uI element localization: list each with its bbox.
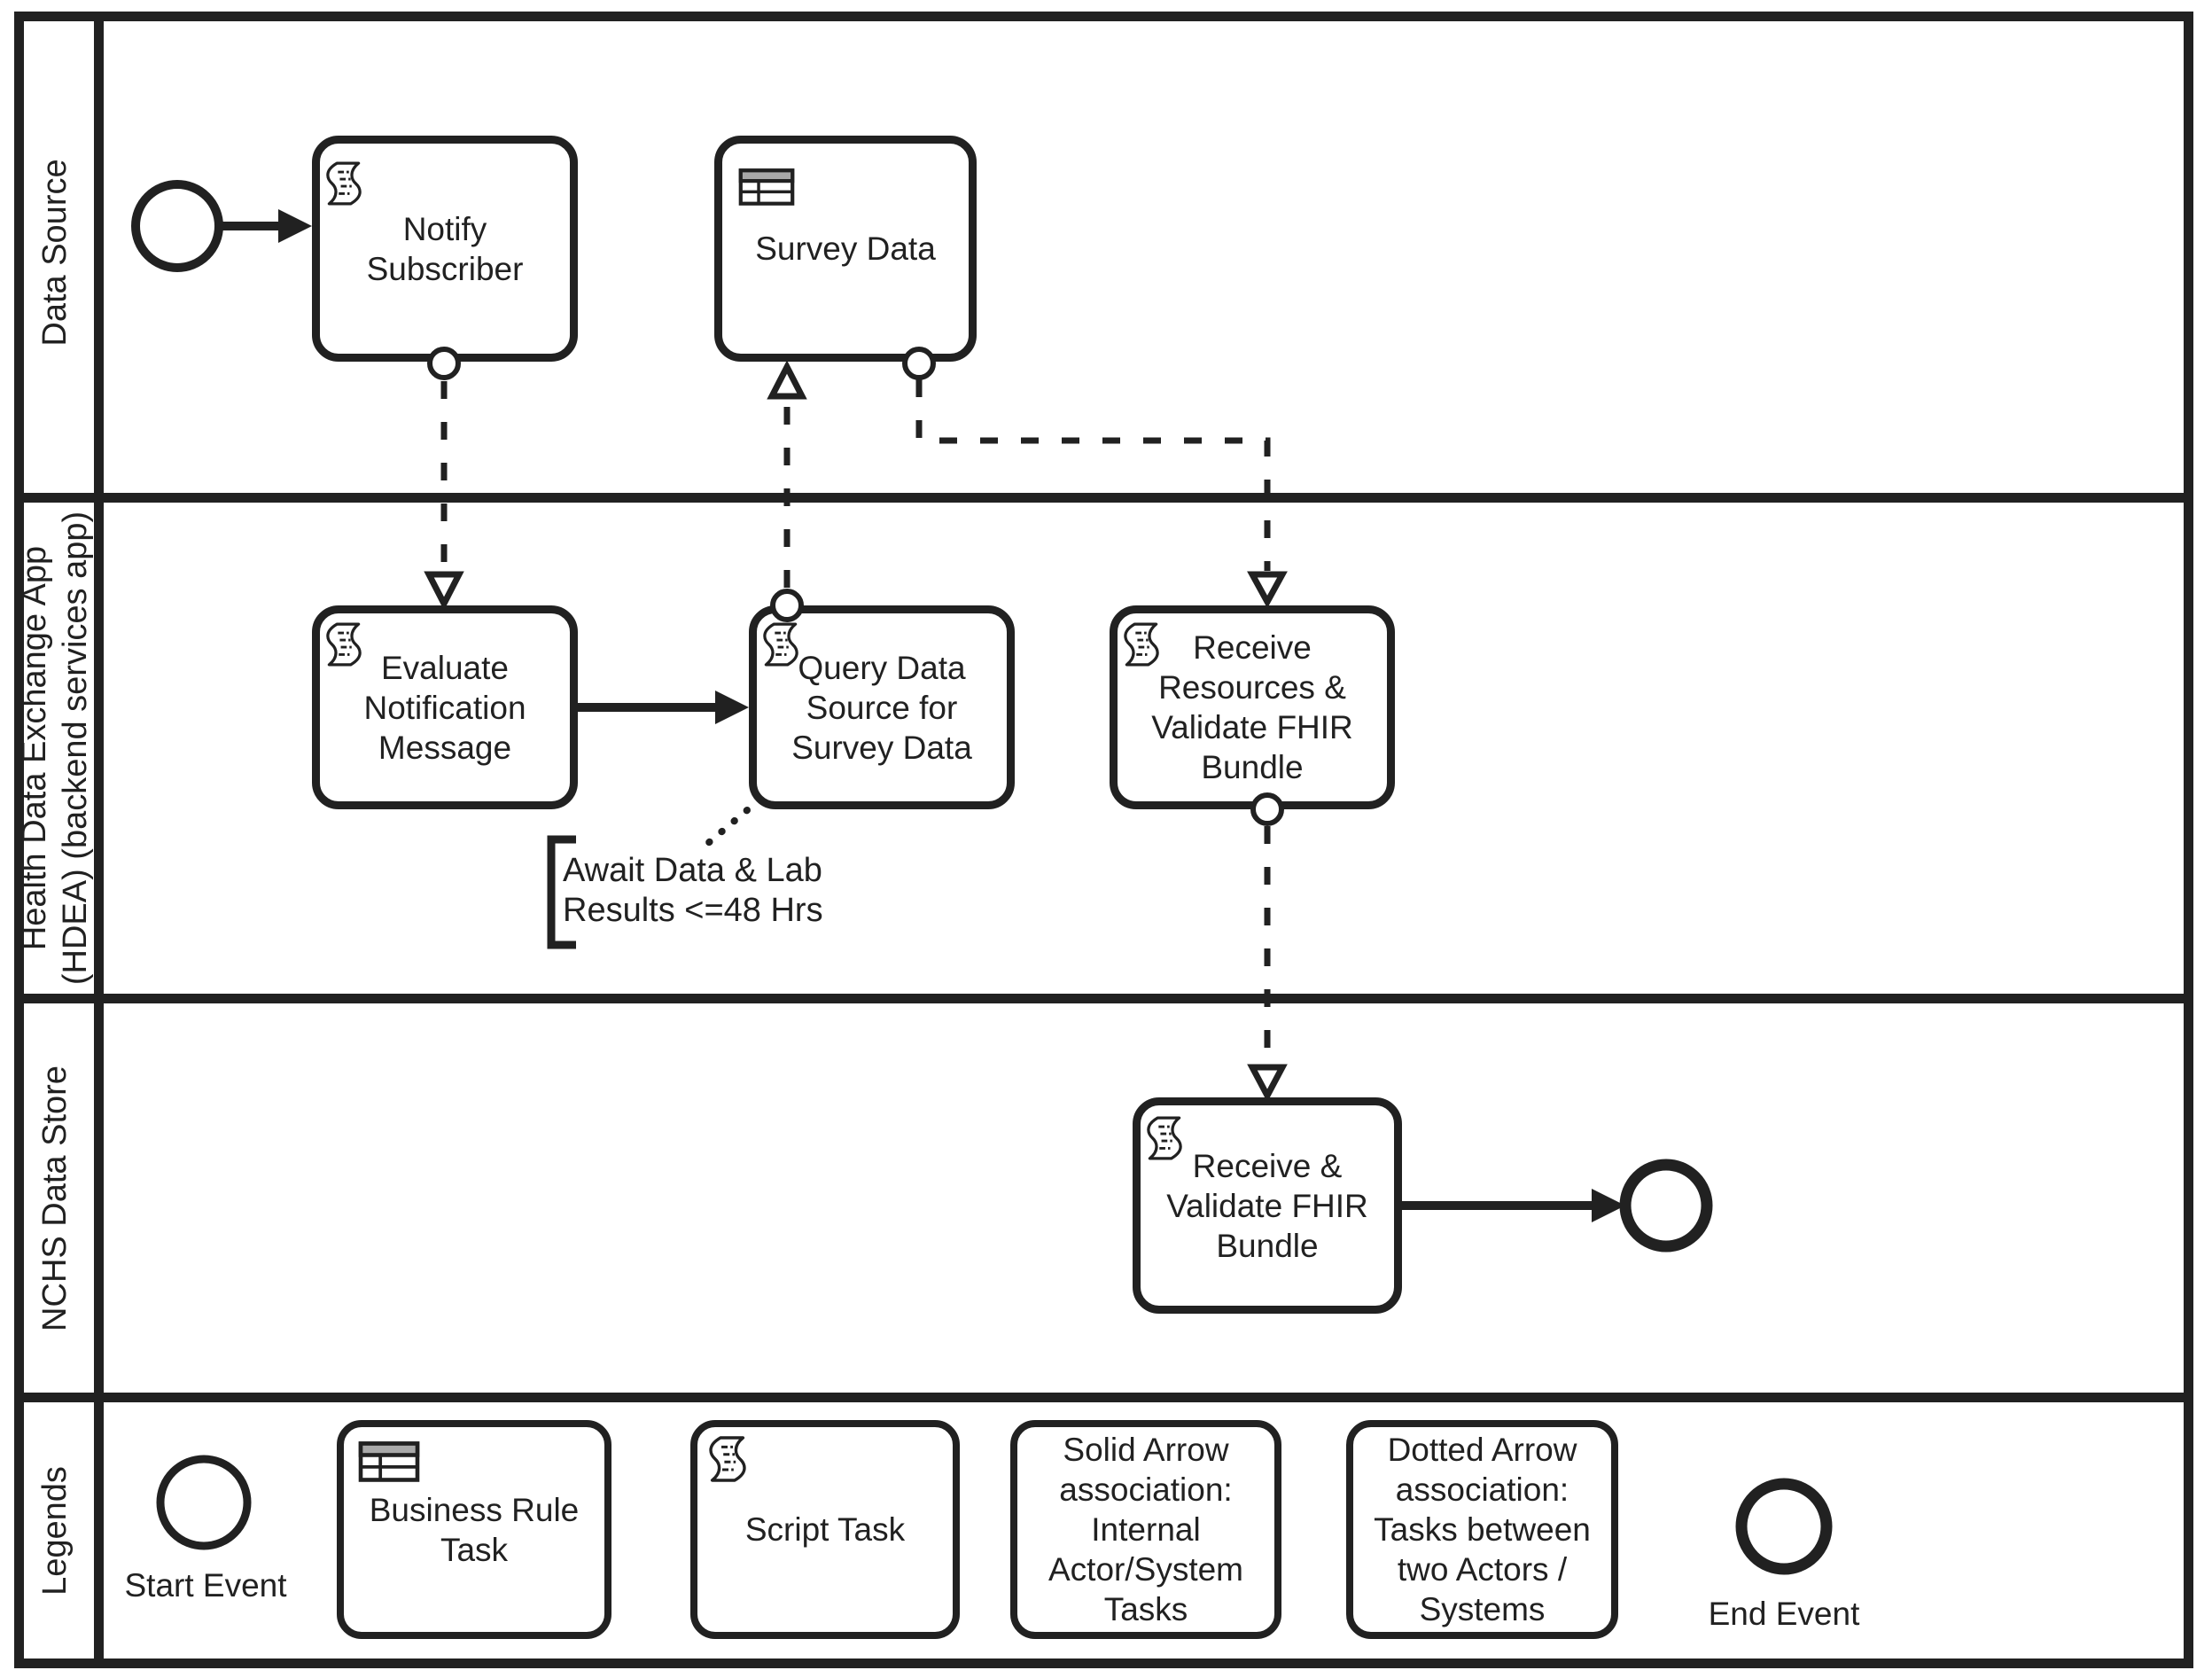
- lane-divider-3: [14, 1393, 2193, 1402]
- annotation-await-data: Await Data & Lab Results <=48 Hrs: [563, 852, 823, 929]
- legend-end-event: [1735, 1478, 1833, 1575]
- task-label: Notify Subscriber: [366, 210, 524, 287]
- script-task-icon: [325, 161, 362, 210]
- legend-label: Business Rule Task: [369, 1491, 580, 1568]
- script-task-icon: [1146, 1116, 1183, 1165]
- legend-label: Script Task: [744, 1511, 906, 1548]
- annotation-bracket: [547, 835, 576, 949]
- legend-start-event-label: Start Event: [124, 1567, 287, 1604]
- assoc-query-to-annotation: [704, 807, 751, 847]
- lane-divider-1: [14, 493, 2193, 503]
- script-task-icon: [325, 622, 362, 671]
- task-label: Query Data Source for Survey Data: [791, 649, 972, 766]
- legend-solid-arrow: Solid Arrow association: Internal Actor/…: [1010, 1420, 1281, 1639]
- business-rule-task-icon: [738, 168, 795, 210]
- task-label: Receive Resources & Validate FHIR Bundle: [1151, 629, 1353, 785]
- anchor-notify-bottom: [427, 347, 461, 380]
- script-task-icon: [762, 622, 799, 671]
- flow-receive-validate-to-end: [1402, 1189, 1625, 1222]
- pool-border-bottom: [14, 1658, 2193, 1668]
- business-rule-task-icon: [358, 1441, 420, 1487]
- pool-border-right: [2184, 12, 2193, 1668]
- pool-border-top: [14, 12, 2193, 21]
- legend-script-task: Script Task: [690, 1420, 960, 1639]
- anchor-query-top: [770, 589, 804, 622]
- task-label: Receive & Validate FHIR Bundle: [1166, 1147, 1368, 1264]
- script-task-icon: [708, 1436, 747, 1487]
- task-notify-subscriber: Notify Subscriber: [312, 136, 578, 362]
- legend-label: Solid Arrow association: Internal Actor/…: [1048, 1432, 1243, 1627]
- assoc-receive-resources-to-receive-validate: [1247, 826, 1288, 1103]
- assoc-notify-to-evaluate: [424, 381, 464, 611]
- legend-business-rule-task: Business Rule Task: [337, 1420, 611, 1639]
- flow-start-to-notify: [222, 209, 312, 243]
- task-evaluate-notification-message: Evaluate Notification Message: [312, 605, 578, 809]
- flow-evaluate-to-query: [578, 691, 749, 724]
- task-query-data-source: Query Data Source for Survey Data: [749, 605, 1015, 809]
- legend-start-event: [156, 1455, 252, 1550]
- task-label: Evaluate Notification Message: [363, 649, 526, 766]
- task-label: Survey Data: [755, 230, 936, 267]
- end-event: [1619, 1159, 1713, 1253]
- script-task-icon: [1123, 622, 1160, 671]
- lane-label-column-divider: [94, 12, 104, 1668]
- pool-border-left: [14, 12, 24, 1668]
- legend-end-event-label: End Event: [1708, 1596, 1860, 1632]
- assoc-query-to-survey: [767, 360, 807, 588]
- start-event: [131, 180, 223, 272]
- legend-dotted-arrow: Dotted Arrow association: Tasks between …: [1346, 1420, 1618, 1639]
- anchor-survey-bottom: [902, 347, 936, 380]
- lane-divider-2: [14, 994, 2193, 1003]
- assoc-survey-to-receive-resources: [915, 379, 1288, 609]
- task-survey-data: Survey Data: [714, 136, 977, 362]
- anchor-receive-resources-bottom: [1250, 792, 1284, 826]
- legend-label: Dotted Arrow association: Tasks between …: [1374, 1432, 1591, 1627]
